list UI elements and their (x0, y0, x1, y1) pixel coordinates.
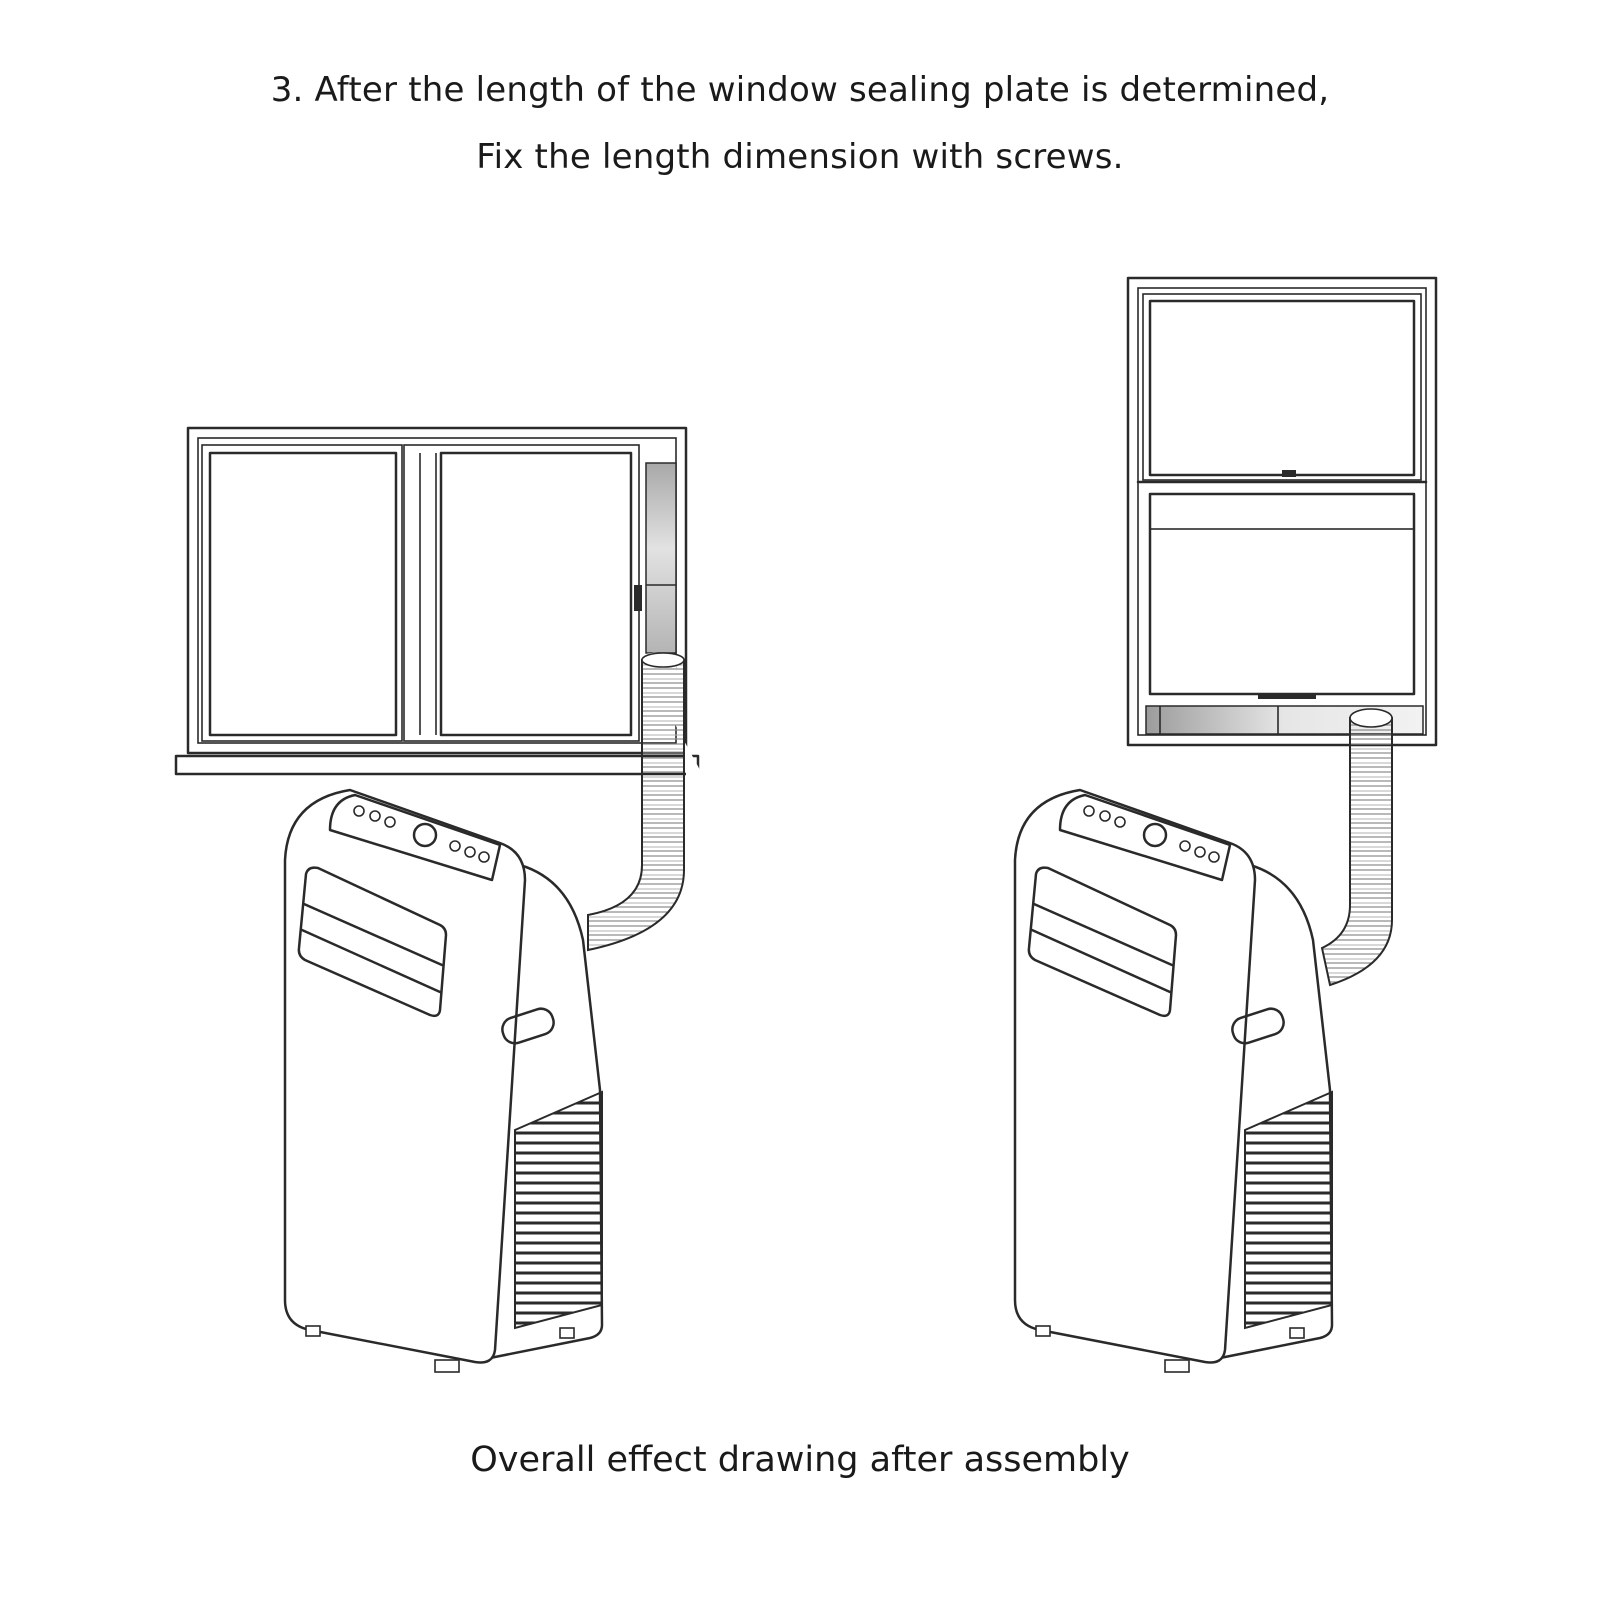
control-panel (353, 805, 490, 863)
side-intake-vent (1244, 1090, 1333, 1330)
portable-ac-unit-right (1013, 788, 1334, 1373)
portable-ac-unit-left (283, 788, 604, 1373)
air-outlet-louver (1027, 866, 1178, 1018)
sash-handle-icon (1258, 693, 1316, 699)
control-panel (1083, 805, 1220, 863)
window-latch-icon (634, 585, 642, 611)
instruction-line-1: 3. After the length of the window sealin… (270, 70, 1330, 110)
hung-window (1126, 276, 1438, 747)
window-sealing-plate (645, 462, 677, 654)
sash-lock-icon (1282, 470, 1296, 477)
exhaust-hose-right (1320, 708, 1393, 987)
air-outlet-louver (297, 866, 448, 1018)
sliding-window (174, 426, 700, 776)
exhaust-hose-left (587, 652, 700, 960)
side-handle (501, 1007, 555, 1045)
figure-caption: Overall effect drawing after assembly (470, 1440, 1130, 1480)
side-intake-vent (514, 1090, 603, 1330)
side-handle (1231, 1007, 1285, 1045)
instruction-line-2: Fix the length dimension with screws. (476, 137, 1124, 177)
